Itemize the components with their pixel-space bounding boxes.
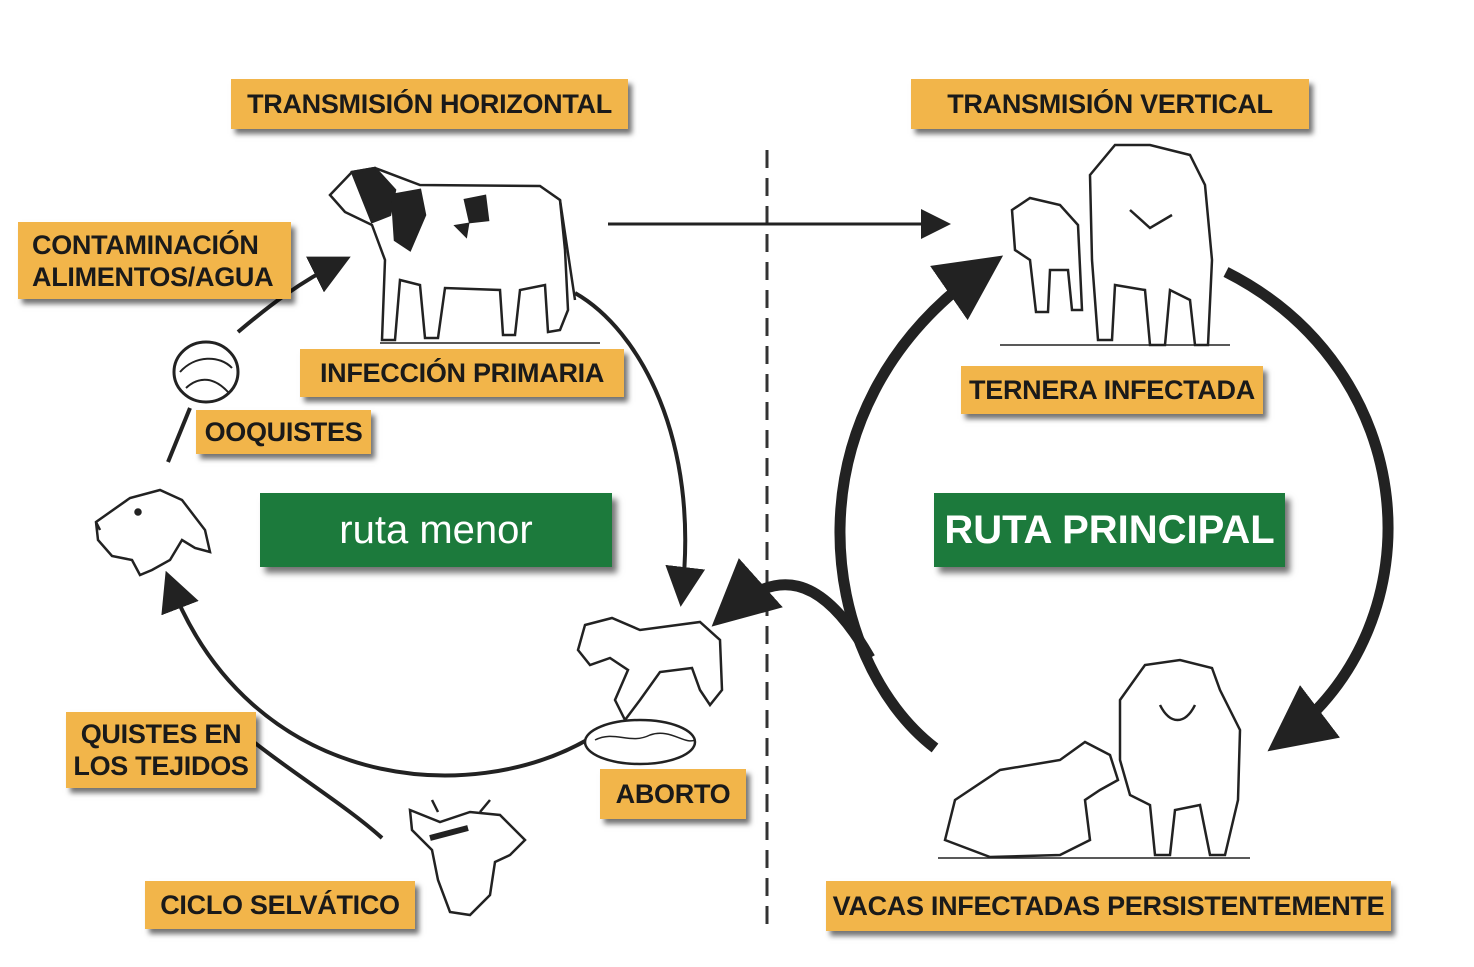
arrow-calf-to-persistent xyxy=(1223,267,1394,752)
label-primary-infection: INFECCIÓN PRIMARIA xyxy=(300,349,624,397)
cow-and-calf-icon xyxy=(1000,143,1230,347)
label-infected-calf-text: TERNERA INFECTADA xyxy=(969,375,1255,405)
label-horizontal-text: TRANSMISIÓN HORIZONTAL xyxy=(247,89,612,119)
label-vertical-transmission: TRANSMISIÓN VERTICAL xyxy=(911,79,1309,129)
dog-icon xyxy=(94,488,212,577)
label-persistent-cows: VACAS INFECTADAS PERSISTENTEMENTE xyxy=(826,881,1391,931)
oocyst-icon xyxy=(172,340,240,404)
arrow-persistent-to-calf xyxy=(834,255,1004,753)
label-oocysts-text: OOQUISTES xyxy=(204,417,363,447)
label-tissue-cysts-line2: LOS TEJIDOS xyxy=(73,751,249,781)
arrow-persistent-to-abortion xyxy=(711,558,875,661)
deer-icon xyxy=(408,799,527,917)
route-main: RUTA PRINCIPAL xyxy=(934,493,1285,567)
label-infected-calf: TERNERA INFECTADA xyxy=(961,366,1263,414)
label-primary-infection-text: INFECCIÓN PRIMARIA xyxy=(319,358,605,388)
persistent-cows-icon xyxy=(938,658,1250,859)
label-abortion: ABORTO xyxy=(600,769,746,819)
route-minor-text: ruta menor xyxy=(339,507,533,552)
arrow-cow-to-abortion xyxy=(574,291,706,607)
route-main-text: RUTA PRINCIPAL xyxy=(944,507,1275,552)
label-contamination-line1: CONTAMINACIÓN xyxy=(32,229,259,260)
label-sylvatic-cycle-text: CICLO SELVÁTICO xyxy=(160,890,400,920)
label-contamination: CONTAMINACIÓN ALIMENTOS/AGUA xyxy=(18,222,291,299)
label-persistent-cows-text: VACAS INFECTADAS PERSISTENTEMENTE xyxy=(832,891,1385,921)
label-tissue-cysts-line1: QUISTES EN xyxy=(80,719,242,749)
label-oocysts: OOQUISTES xyxy=(196,410,371,454)
label-sylvatic-cycle: CICLO SELVÁTICO xyxy=(145,881,415,929)
aborted-calf-icon xyxy=(576,616,724,766)
route-minor: ruta menor xyxy=(260,493,612,567)
cow-icon xyxy=(328,166,600,344)
label-horizontal-transmission: TRANSMISIÓN HORIZONTAL xyxy=(231,79,628,129)
arrow-abortion-to-dog xyxy=(161,570,594,778)
label-contamination-line2: ALIMENTOS/AGUA xyxy=(32,261,274,292)
label-tissue-cysts: QUISTES EN LOS TEJIDOS xyxy=(66,712,256,788)
arrow-dog-to-oocysts xyxy=(166,407,192,463)
label-vertical-text: TRANSMISIÓN VERTICAL xyxy=(947,89,1273,119)
label-abortion-text: ABORTO xyxy=(615,779,731,809)
